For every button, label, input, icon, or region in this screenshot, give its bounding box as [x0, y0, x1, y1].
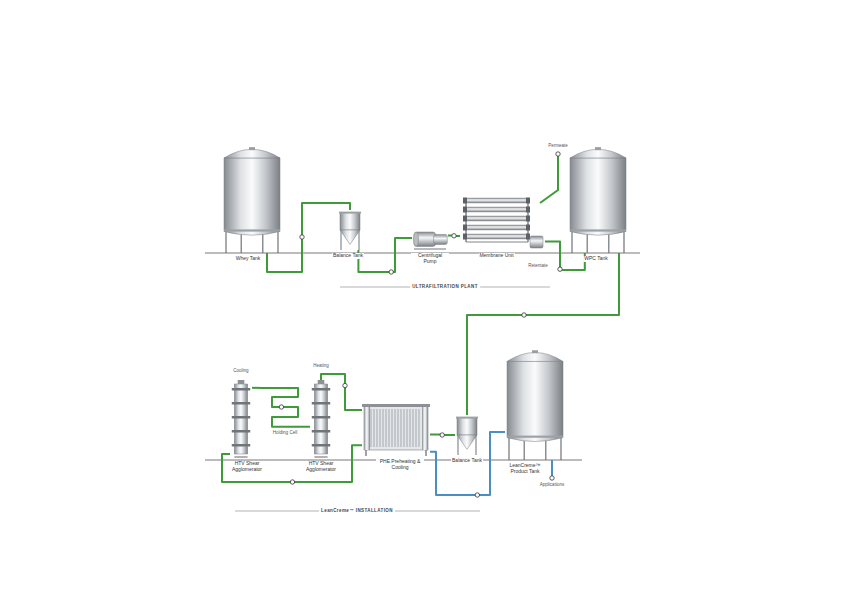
equipment: Membrane Unit: [460, 194, 545, 250]
pipe-valve: [389, 270, 393, 274]
pipe-valve: [290, 480, 294, 484]
equipment-label: PHE Preheating & Cooling: [376, 459, 424, 471]
flow-note: Heating: [311, 364, 331, 369]
flow-note: Cooling: [231, 369, 250, 374]
equipment: HTV Shear Agglomerator: [230, 380, 252, 458]
flow-note: Retentate: [526, 264, 550, 269]
equipment-label: HTV Shear Agglomerator: [229, 461, 265, 473]
equipment: Balance Tank: [338, 210, 362, 250]
equipment: Centrifugal Pump: [412, 226, 448, 250]
pipe-valve: [522, 313, 526, 317]
pipe-valve: [558, 267, 562, 271]
equipment: LeanCreme™ Product Tank: [505, 348, 565, 460]
pipe: [252, 388, 310, 427]
applications-pipe: [551, 460, 553, 476]
section-title: ULTRAFILTRATION PLANT: [410, 285, 480, 290]
equipment-label: WPC Tank: [583, 256, 609, 262]
column-symbol: [310, 380, 332, 458]
pipe-valve: [440, 433, 444, 437]
equipment-label: LeanCreme™ Product Tank: [502, 463, 548, 475]
section-title: LeanCreme™ INSTALLATION: [319, 509, 395, 514]
equipment-label: Membrane Unit: [478, 253, 514, 259]
pipe-end: [556, 152, 560, 156]
column-symbol: [230, 380, 252, 458]
membrane-symbol: [460, 194, 545, 250]
pipe-valve: [475, 493, 479, 497]
equipment: PHE Preheating & Cooling: [362, 402, 430, 456]
pipe: [545, 242, 585, 270]
cone-symbol: [455, 415, 479, 455]
flow-note: Applications: [538, 483, 566, 488]
equipment: Whey Tank: [222, 145, 282, 253]
equipment-label: Whey Tank: [235, 256, 262, 262]
equipment: WPC Tank: [568, 145, 628, 253]
phe-symbol: [362, 402, 430, 456]
equipment: Balance Tank: [455, 415, 479, 455]
pipe: [358, 238, 412, 272]
flow-note: Permeate: [546, 144, 570, 149]
pipe-valve: [300, 235, 304, 239]
equipment-label: Balance Tank: [451, 458, 483, 464]
equipment: HTV Shear Agglomerator: [310, 380, 332, 458]
equipment-label: Balance Tank: [332, 253, 364, 259]
pipe-valve: [343, 383, 347, 387]
pipe-valve: [279, 405, 283, 409]
permeate-pipe: [540, 156, 558, 203]
equipment-label: HTV Shear Agglomerator: [303, 461, 339, 473]
pipe-valve: [452, 234, 456, 238]
pipe: [430, 432, 505, 495]
tank-symbol: [222, 145, 282, 253]
pipe-end: [550, 476, 554, 480]
tank-symbol: [505, 348, 565, 460]
equipment-label: Centrifugal Pump: [411, 253, 449, 265]
tank-symbol: [568, 145, 628, 253]
cone-symbol: [338, 210, 362, 250]
flow-note: Holding Cell: [271, 431, 299, 436]
pipe: [448, 235, 460, 237]
pump-symbol: [412, 226, 448, 250]
